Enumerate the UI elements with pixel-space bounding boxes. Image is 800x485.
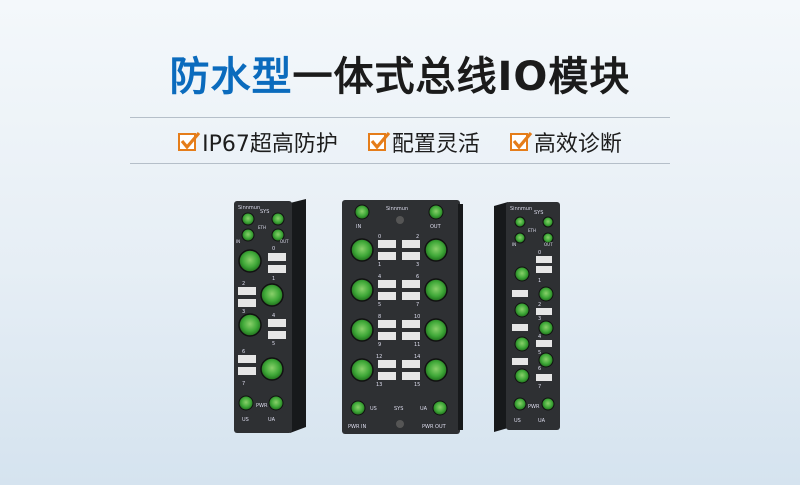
channel-label: 4 xyxy=(538,334,541,340)
channel-label: 4 xyxy=(378,274,381,280)
check-icon xyxy=(178,131,201,151)
feature-label: 高效诊断 xyxy=(533,132,622,157)
feature-item: IP67超高防护 xyxy=(178,126,338,158)
channel-label: 2 xyxy=(242,281,245,287)
out-label: OUT xyxy=(430,224,442,230)
divider-bottom xyxy=(130,163,670,164)
brand-label: Sinnmun xyxy=(510,206,532,212)
channel-label: 2 xyxy=(538,302,541,308)
out-label: OUT xyxy=(280,239,289,244)
in-label: IN xyxy=(512,242,516,247)
in-label: IN xyxy=(236,239,240,244)
pwr-in-label: PWR IN xyxy=(348,424,366,430)
channel-label: 6 xyxy=(416,274,419,280)
ua-label: UA xyxy=(538,418,546,424)
channel-label: 7 xyxy=(538,384,541,390)
eth-label: ETH xyxy=(528,228,536,233)
feature-item: 配置灵活 xyxy=(367,126,480,158)
channel-label: 2 xyxy=(416,234,419,240)
sys-label: SYS xyxy=(534,210,543,216)
channel-label: 5 xyxy=(272,341,275,347)
us-label: US xyxy=(514,418,521,424)
channel-label: 1 xyxy=(272,276,275,282)
channel-label: 3 xyxy=(416,262,419,268)
io-module-center-image: Sinnmun IN OUT 0 1 2 3 4 5 6 7 8 9 xyxy=(342,200,463,434)
ua-label: UA xyxy=(420,406,428,412)
io-module-right-image: Sinnmun SYS ETH IN OUT 0 1 2 3 4 5 6 7 xyxy=(494,202,560,432)
pwr-label: PWR xyxy=(256,403,268,409)
channel-label: 10 xyxy=(414,314,420,320)
channel-label: 3 xyxy=(538,316,541,322)
check-icon xyxy=(509,131,533,151)
channel-label: 14 xyxy=(414,354,420,360)
title-rest: 一体式总线IO模块 xyxy=(292,54,631,100)
brand-label: Sinnmun xyxy=(238,205,260,211)
feature-item: 高效诊断 xyxy=(509,126,622,158)
channel-label: 6 xyxy=(538,366,541,372)
io-module-left-image: Sinnmun SYS ETH IN OUT 0 1 2 3 4 5 6 7 P… xyxy=(234,199,306,433)
brand-label: Sinnmun xyxy=(386,206,408,212)
check-icon xyxy=(367,131,391,151)
pwr-label: PWR xyxy=(528,404,540,410)
channel-label: 1 xyxy=(538,278,541,284)
divider-top xyxy=(130,117,670,118)
feature-list: IP67超高防护 配置灵活 高效诊断 xyxy=(130,125,670,159)
sys-label: SYS xyxy=(260,209,269,215)
us-label: US xyxy=(242,417,249,423)
io-module-left: Sinnmun SYS ETH IN OUT 0 1 2 3 4 5 6 7 P… xyxy=(228,195,308,439)
feature-label: IP67超高防护 xyxy=(202,132,338,157)
channel-label: 11 xyxy=(414,342,420,348)
title-highlight: 防水型 xyxy=(169,54,293,100)
channel-label: 9 xyxy=(378,342,381,348)
in-label: IN xyxy=(356,224,361,230)
channel-label: 7 xyxy=(416,302,419,308)
channel-label: 5 xyxy=(538,350,541,356)
channel-label: 4 xyxy=(272,313,275,319)
feature-label: 配置灵活 xyxy=(391,132,480,157)
channel-label: 0 xyxy=(378,234,381,240)
channel-label: 15 xyxy=(414,382,420,388)
page-title: 防水型一体式总线IO模块 xyxy=(0,44,800,102)
io-module-right: Sinnmun SYS ETH IN OUT 0 1 2 3 4 5 6 7 xyxy=(492,198,562,438)
ua-label: UA xyxy=(268,417,276,423)
eth-label: ETH xyxy=(258,225,266,230)
channel-label: 5 xyxy=(378,302,381,308)
us-label: US xyxy=(370,406,377,412)
channel-label: 1 xyxy=(378,262,381,268)
channel-label: 0 xyxy=(538,250,541,256)
sys-label: SYS xyxy=(394,406,403,412)
pwr-out-label: PWR OUT xyxy=(422,424,447,430)
channel-label: 13 xyxy=(376,382,382,388)
channel-label: 8 xyxy=(378,314,381,320)
channel-label: 7 xyxy=(242,381,245,387)
out-label: OUT xyxy=(544,242,553,247)
channel-label: 0 xyxy=(272,246,275,252)
channel-label: 12 xyxy=(376,354,382,360)
io-module-center: Sinnmun IN OUT 0 1 2 3 4 5 6 7 8 9 xyxy=(340,198,464,442)
channel-label: 3 xyxy=(242,309,245,315)
channel-label: 6 xyxy=(242,349,245,355)
